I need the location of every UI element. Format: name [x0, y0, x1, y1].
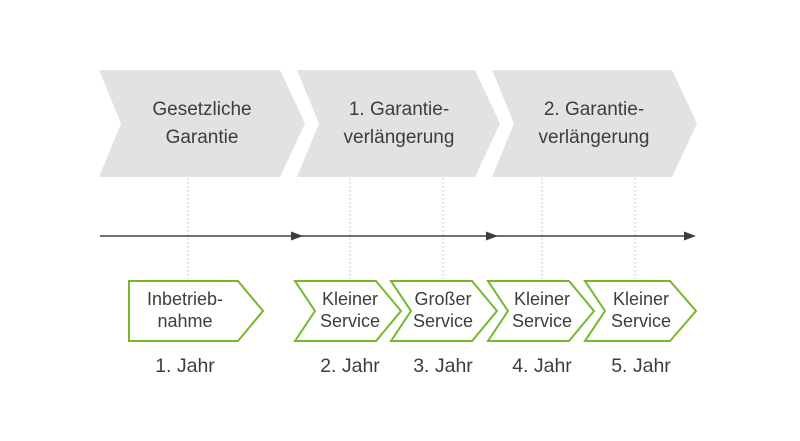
year-label-1: 1. Jahr — [155, 354, 215, 377]
phase-label-2-garantieverlaengerung: 2. Garantie- verlängerung — [538, 98, 650, 148]
year-label-2: 2. Jahr — [320, 354, 380, 377]
timeline-arrowhead-2 — [486, 231, 498, 241]
service-chevron-3 — [389, 280, 499, 342]
service-chevron-1 — [128, 280, 265, 342]
phase-label-1-garantieverlaengerung: 1. Garantie- verlängerung — [343, 98, 455, 148]
warranty-phase-arrow-3 — [492, 70, 697, 177]
service-chevron-4 — [486, 280, 596, 342]
service-chevron-2 — [293, 280, 403, 342]
service-label-kleiner-service-2: Kleiner Service — [511, 289, 573, 331]
year-label-3: 3. Jahr — [413, 354, 473, 377]
service-label-inbetriebnahme: Inbetrieb- nahme — [146, 289, 224, 331]
service-chevron-5 — [583, 280, 698, 342]
warranty-phase-arrow-1 — [99, 70, 305, 177]
phase-label-gesetzliche-garantie: Gesetzliche Garantie — [152, 98, 252, 148]
service-label-grosser-service: Großer Service — [412, 289, 474, 331]
year-label-5: 5. Jahr — [611, 354, 671, 377]
timeline-arrowhead-1 — [291, 231, 303, 241]
service-label-kleiner-service-3: Kleiner Service — [610, 289, 672, 331]
warranty-phase-arrow-2 — [297, 70, 500, 177]
service-label-kleiner-service-1: Kleiner Service — [319, 289, 381, 331]
timeline-arrowhead-3 — [684, 231, 696, 241]
year-label-4: 4. Jahr — [512, 354, 572, 377]
